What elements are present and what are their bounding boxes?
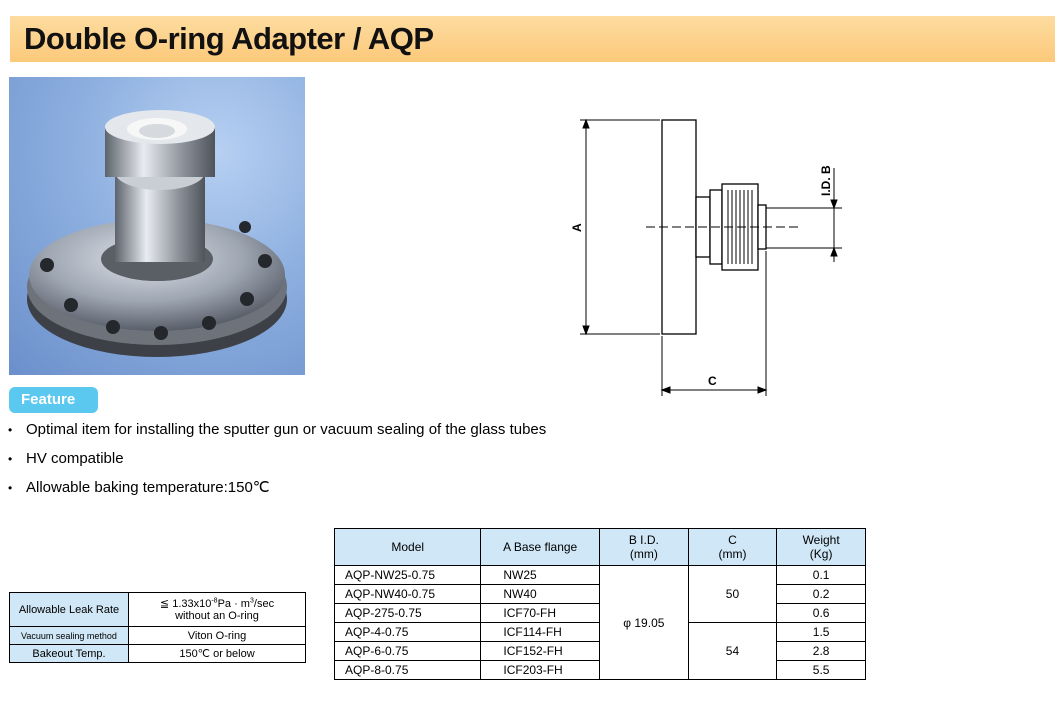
cell-model: AQP-NW40-0.75 [333,584,482,604]
feature-item: • Allowable baking temperature:150℃ [8,478,546,507]
feature-item: • HV compatible [8,449,546,478]
spec-row: Allowable Leak Rate ≦ 1.33x10-8Pa · m3/s… [9,592,306,627]
cell-weight: 0.6 [776,603,866,623]
feature-text: Allowable baking temperature:150℃ [26,479,270,496]
cell-flange: NW25 [480,565,601,585]
cell-flange: ICF70-FH [480,603,601,623]
table-row: AQP-8-0.75 ICF203-FH 5.5 [333,660,866,680]
cell-model: AQP-6-0.75 [333,641,482,661]
cell-bid: φ 19.05 [599,565,689,680]
spec-row: Vacuum sealing method Viton O-ring [9,626,306,645]
feature-list: • Optimal item for installing the sputter… [8,420,546,507]
spec-value-leak-rate: ≦ 1.33x10-8Pa · m3/sec without an O-ring [128,592,306,627]
bullet-icon: • [8,423,13,437]
bullet-icon: • [8,481,13,495]
header-base-flange: A Base flange [480,528,601,566]
feature-text: Optimal item for installing the sputter … [26,421,547,438]
cell-model: AQP-NW25-0.75 [333,565,482,585]
cell-model: AQP-275-0.75 [333,603,482,623]
header-weight: Weight(Kg) [776,528,866,566]
spec-label: Bakeout Temp. [9,644,129,663]
cell-weight: 2.8 [776,641,866,661]
header-c: C(mm) [687,528,778,566]
table-row: AQP-6-0.75 ICF152-FH 2.8 [333,641,866,661]
dimension-diagram: A C I.D. B [560,100,860,405]
header-model: Model [333,528,482,566]
spec-value: Viton O-ring [128,626,306,645]
model-table: Model A Base flange B I.D.(mm) C(mm) Wei… [333,528,866,680]
cell-weight: 0.2 [776,584,866,604]
cell-weight: 1.5 [776,622,866,642]
cell-model: AQP-4-0.75 [333,622,482,642]
cell-flange: ICF203-FH [480,660,601,680]
cell-flange: NW40 [480,584,601,604]
bullet-icon: • [8,452,13,466]
label-a: A [570,223,584,232]
cell-flange: ICF152-FH [480,641,601,661]
cell-flange: ICF114-FH [480,622,601,642]
page-title: Double O-ring Adapter / AQP [24,21,434,56]
table-row: AQP-275-0.75 ICF70-FH 0.6 [333,603,866,623]
adapter-photo-illustration [27,110,287,357]
spec-value: 150℃ or below [128,644,306,663]
header-bid: B I.D.(mm) [599,528,689,566]
feature-badge: Feature [9,387,98,413]
cell-weight: 5.5 [776,660,866,680]
feature-item: • Optimal item for installing the sputter… [8,420,546,449]
label-id-b: I.D. B [819,165,833,196]
label-c: C [708,374,717,388]
spec-label: Allowable Leak Rate [9,592,129,627]
title-bar: Double O-ring Adapter / AQP [10,16,1055,62]
spec-table: Allowable Leak Rate ≦ 1.33x10-8Pa · m3/s… [9,592,306,663]
spec-label: Vacuum sealing method [9,626,129,645]
cell-weight: 0.1 [776,565,866,585]
cell-c: 54 [687,622,778,680]
cell-model: AQP-8-0.75 [333,660,482,680]
table-header-row: Model A Base flange B I.D.(mm) C(mm) Wei… [333,528,866,566]
product-photo [9,77,305,375]
table-row: AQP-NW25-0.75 NW25 φ 19.05 50 0.1 [333,565,866,680]
spec-row: Bakeout Temp. 150℃ or below [9,644,306,663]
dimension-drawing: A C I.D. B [570,118,842,396]
cell-c: 50 [687,565,778,623]
feature-text: HV compatible [26,450,124,467]
